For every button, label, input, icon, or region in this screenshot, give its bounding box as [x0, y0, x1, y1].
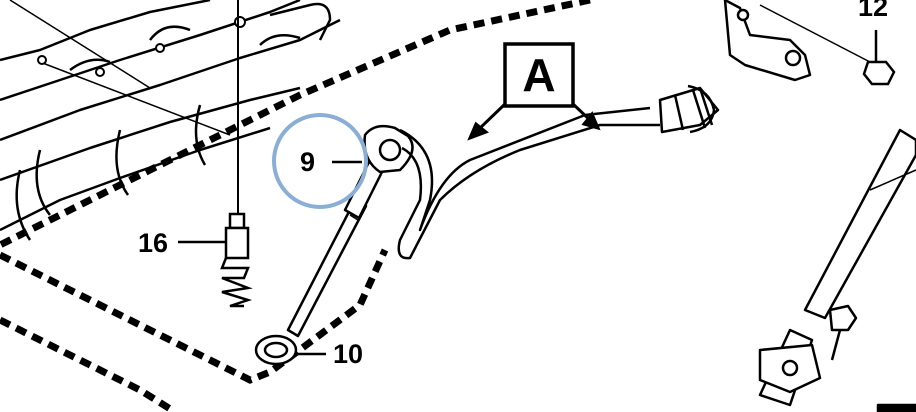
callout-16: 16: [138, 228, 169, 258]
dipstick-guide: [758, 128, 916, 412]
callout-9: 9: [300, 147, 316, 177]
callout-10: 10: [333, 339, 364, 369]
highlight-ring: [272, 113, 368, 209]
sealing-ring: [254, 334, 298, 366]
oil-pan: [0, 0, 341, 241]
dashed-boundary-lower: [0, 248, 389, 412]
dashed-boundary-upper: [0, 0, 591, 249]
bracket: [723, 0, 871, 82]
view-label-box: [503, 42, 575, 108]
callout-12: 12: [858, 0, 889, 22]
dipstick-sensor-hose: [397, 84, 720, 260]
dipstick-tube: [286, 124, 414, 338]
view-label: A: [522, 49, 556, 101]
view-label-arrows: [467, 102, 601, 141]
bolt-12: [862, 30, 896, 86]
bolt-16: [220, 212, 253, 308]
